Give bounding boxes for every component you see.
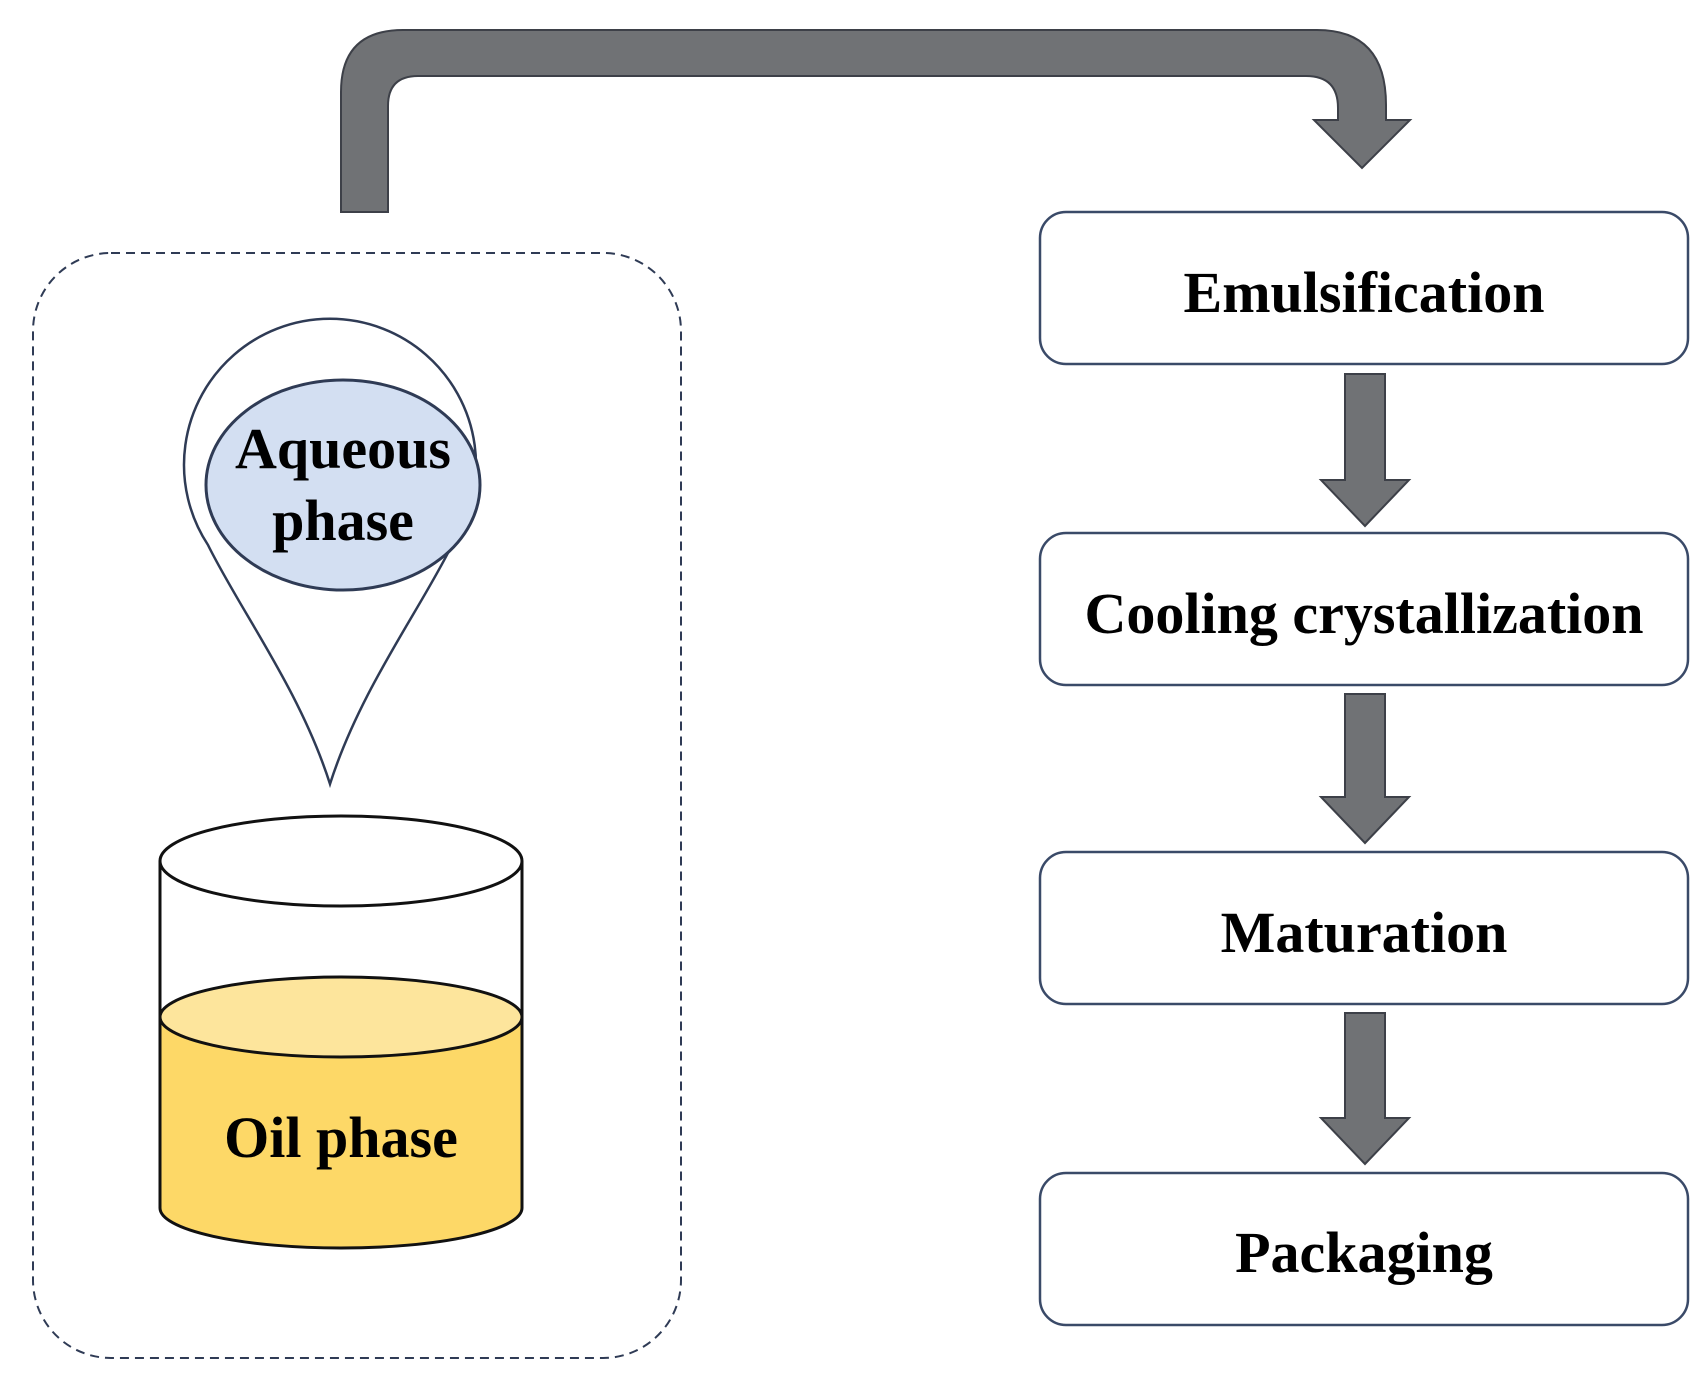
aqueous-phase-ellipse <box>204 378 482 592</box>
ingredients-dashed-container <box>32 252 682 1359</box>
step-label-packaging: Packaging <box>1235 1220 1493 1285</box>
aqueous-phase-label-line1: Aqueous <box>235 416 451 481</box>
step-label-cooling-crystallization: Cooling crystallization <box>1084 581 1643 646</box>
oil-surface <box>158 975 524 1059</box>
step-box-packaging: Packaging <box>1038 1171 1690 1327</box>
arrow-emulsification-to-cooling <box>1318 373 1412 528</box>
step-box-outline <box>1038 210 1690 366</box>
arrow-cooling-to-maturation <box>1318 693 1412 845</box>
step-label-emulsification: Emulsification <box>1184 260 1545 325</box>
step-box-outline <box>1038 850 1690 1006</box>
step-label-maturation: Maturation <box>1221 900 1508 965</box>
oil-body <box>158 1015 524 1250</box>
connector-arrow-to-emulsification <box>340 29 1413 213</box>
step-box-outline <box>1038 531 1690 687</box>
step-box-cooling-crystallization: Cooling crystallization <box>1038 531 1690 687</box>
oil-phase-beaker: Oil phase <box>158 814 524 1250</box>
aqueous-phase-label-line2: phase <box>272 488 414 553</box>
step-box-emulsification: Emulsification <box>1038 210 1690 366</box>
step-box-maturation: Maturation <box>1038 850 1690 1006</box>
beaker-rim <box>158 814 524 908</box>
step-box-outline <box>1038 1171 1690 1327</box>
oil-phase-label: Oil phase <box>224 1105 458 1170</box>
aqueous-phase-marker: Aqueous phase <box>182 317 482 789</box>
arrow-maturation-to-packaging <box>1318 1012 1412 1166</box>
